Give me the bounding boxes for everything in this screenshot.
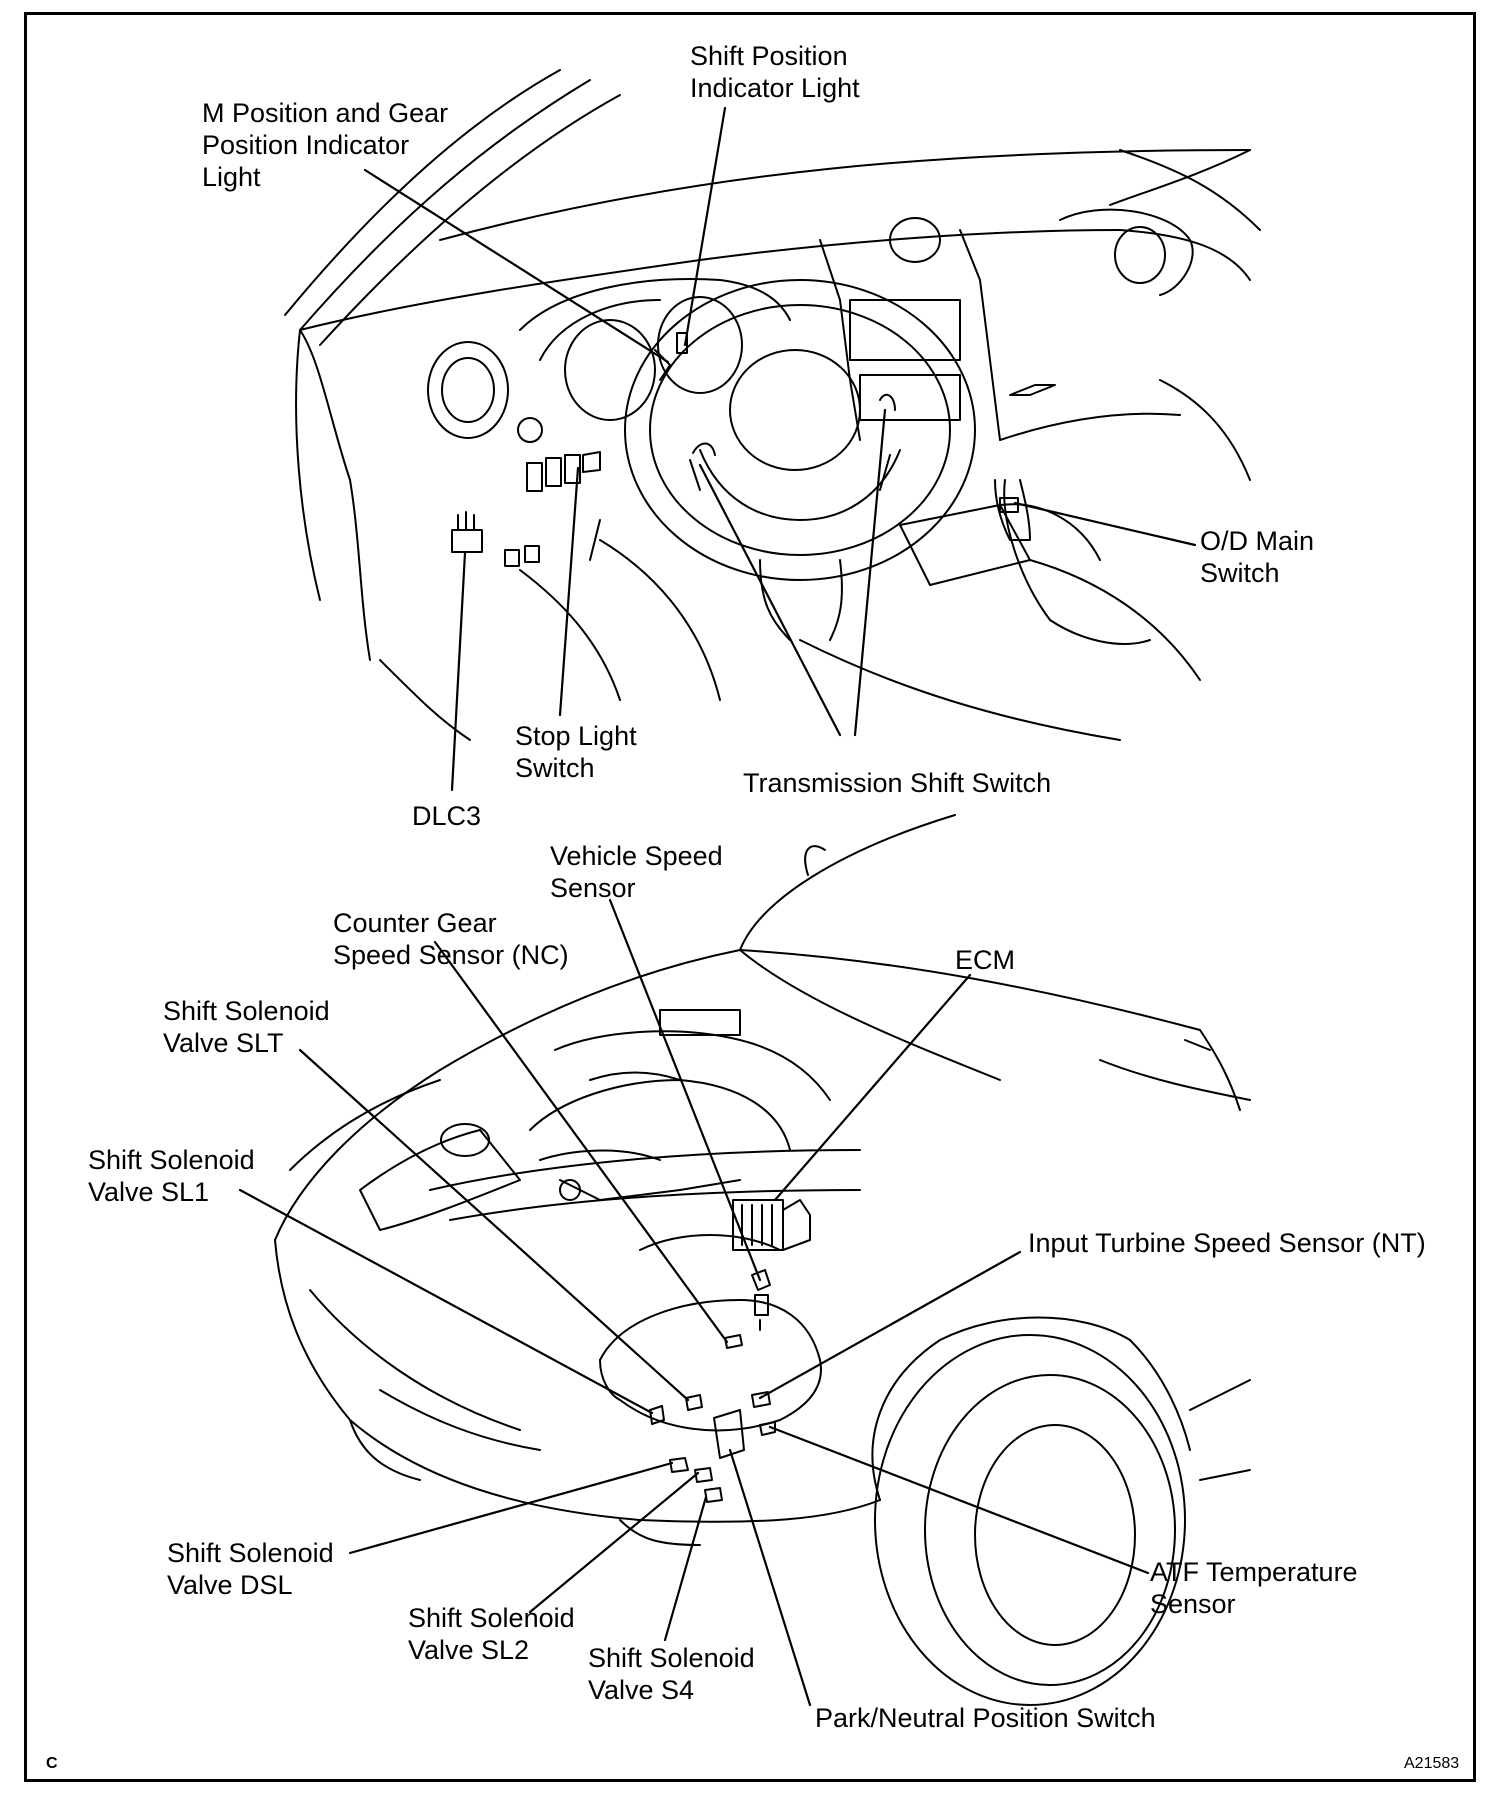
leader-input-turbine-speed [758,1250,1022,1400]
leader-transmission-switch-left [698,463,842,737]
leader-shift-position-indicator [683,106,727,347]
label-dlc3: DLC3 [412,801,482,831]
leader-atf-temperature [768,1425,1150,1575]
leader-park-neutral-switch [728,1448,812,1707]
label-park-neutral-position-switch: Park/Neutral Position Switch [815,1703,1156,1733]
leader-stop-light-switch [558,466,580,717]
figure-frame [24,12,1476,1782]
leader-m-position-indicator [363,168,670,364]
corner-code: C [46,1755,58,1772]
leader-shift-solenoid-s4 [663,1495,708,1642]
label-atf-temperature-sensor: ATF Temperature Sensor [1150,1557,1358,1619]
leader-od-main-switch [1013,501,1197,547]
label-shift-solenoid-valve-slt: Shift Solenoid Valve SLT [163,996,330,1058]
leader-shift-solenoid-sl1 [238,1188,654,1415]
label-counter-gear-speed-sensor: Counter Gear Speed Sensor (NC) [333,908,569,970]
label-vehicle-speed-sensor: Vehicle Speed Sensor [550,841,723,903]
leader-shift-solenoid-sl2 [528,1471,700,1614]
label-transmission-shift-switch: Transmission Shift Switch [743,768,1052,798]
label-od-main-switch: O/D Main Switch [1200,526,1315,588]
leader-transmission-switch-right [853,408,887,737]
leader-counter-gear-speed-sensor [433,940,729,1344]
label-shift-solenoid-valve-sl1: Shift Solenoid Valve SL1 [88,1145,255,1207]
figure-id: A21583 [1404,1755,1460,1772]
label-ecm: ECM [955,945,1015,975]
label-shift-solenoid-valve-sl2: Shift Solenoid Valve SL2 [408,1603,575,1665]
leader-dlc3 [450,551,467,792]
label-shift-position-indicator-light: Shift Position Indicator Light [690,41,860,103]
leader-ecm [773,973,972,1202]
label-shift-solenoid-valve-s4: Shift Solenoid Valve S4 [588,1643,755,1705]
leader-shift-solenoid-dsl [348,1461,674,1555]
label-m-position-gear-indicator-light: M Position and Gear Position Indicator L… [202,98,449,192]
label-shift-solenoid-valve-dsl: Shift Solenoid Valve DSL [167,1538,334,1600]
leader-shift-solenoid-slt [298,1048,690,1402]
leader-lines [238,106,1197,1707]
label-input-turbine-speed-sensor: Input Turbine Speed Sensor (NT) [1028,1228,1426,1258]
dashboard-drawing [284,69,1261,741]
label-stop-light-switch: Stop Light Switch [515,721,637,783]
leader-vehicle-speed-sensor [608,898,762,1282]
